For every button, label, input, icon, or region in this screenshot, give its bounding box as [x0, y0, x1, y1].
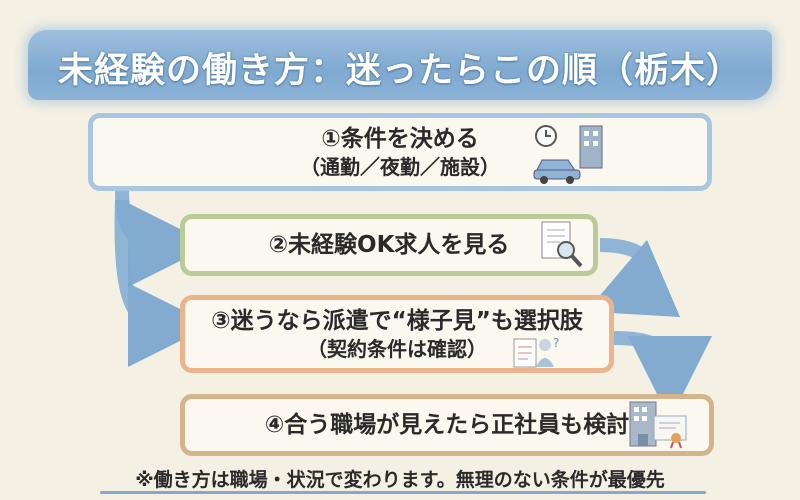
step-3-title: ③迷うなら派遣で“様子見”も選択肢: [211, 308, 583, 334]
step-1-title: ①条件を決める: [321, 126, 479, 152]
step-2-box: ②未経験OK求人を見る: [180, 214, 598, 276]
title-banner: 未経験の働き方：迷ったらこの順（栃木）: [28, 30, 772, 100]
footer-note: ※働き方は職場・状況で変わります。無理のない条件が最優先: [135, 469, 665, 491]
step-4-title: ④合う職場が見えたら正社員も検討: [264, 412, 630, 438]
footer-underline: [100, 491, 706, 494]
step-4-box: ④合う職場が見えたら正社員も検討: [180, 394, 714, 456]
step-1-subtitle: （通勤／夜勤／施設）: [300, 155, 500, 179]
step-2-title: ②未経験OK求人を見る: [268, 232, 510, 258]
building-certificate-icon: [629, 401, 687, 449]
clock-building-car-icon: [533, 125, 603, 184]
step-1-box: ①条件を決める （通勤／夜勤／施設）: [88, 113, 712, 191]
contract-person-icon: ?: [513, 336, 559, 368]
page-title: 未経験の働き方：迷ったらこの順（栃木）: [57, 51, 742, 91]
step-3-box: ③迷うなら派遣で“様子見”も選択肢 （契約条件は確認）: [180, 295, 614, 373]
svg-text:?: ?: [553, 336, 559, 350]
arrow-1-to-2: [115, 189, 212, 287]
document-magnifier-icon: [541, 221, 583, 268]
arrow-3-to-4: [613, 331, 712, 420]
step-3-subtitle: （契約条件は確認）: [307, 337, 487, 361]
arrow-1-to-3: [114, 199, 212, 367]
arrow-2-to-3: [586, 238, 681, 318]
